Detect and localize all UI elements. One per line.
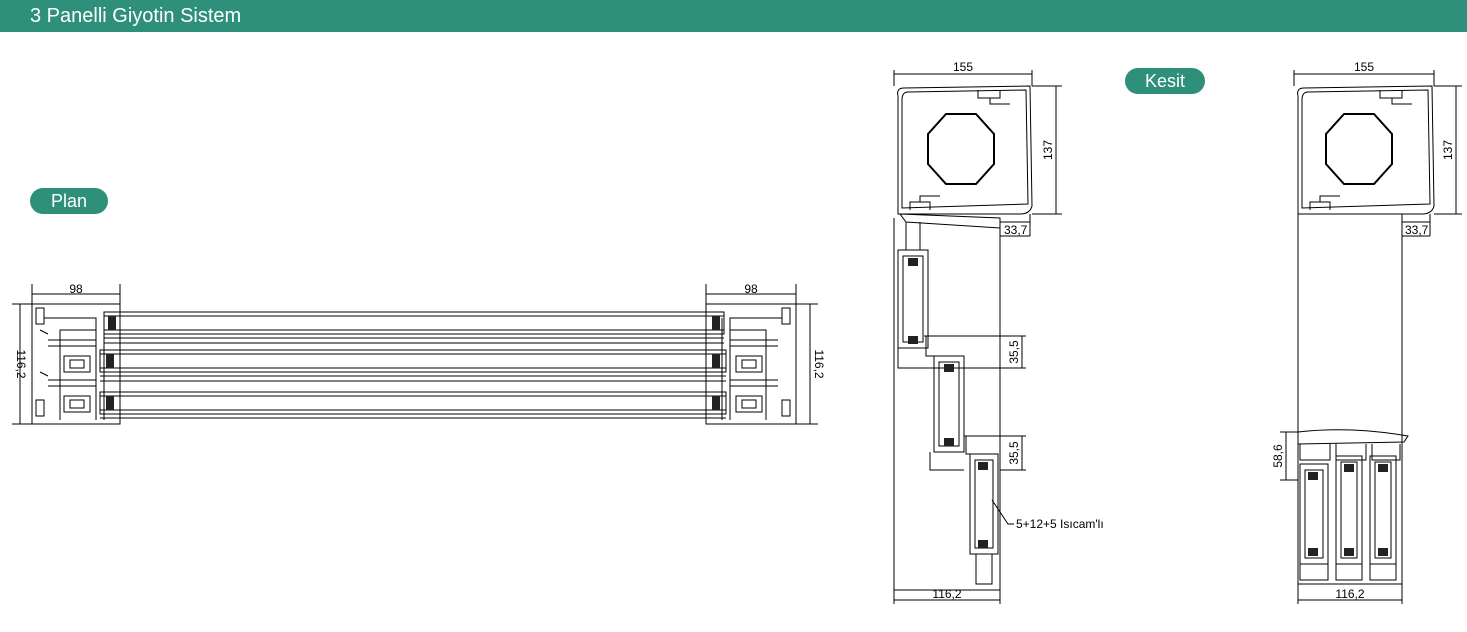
plan-dimension-lines [12, 284, 818, 425]
page-header: 3 Panelli Giyotin Sistem [0, 0, 1467, 32]
section2-panels [1299, 455, 1397, 581]
section1-panel-2 [924, 335, 1000, 471]
plan-right-width-label: 98 [744, 282, 758, 296]
section2-rail-height-label: 58,6 [1271, 444, 1285, 468]
section2-box-height-label: 137 [1441, 140, 1455, 160]
plan-left-width-label: 98 [69, 282, 83, 296]
page-title: 3 Panelli Giyotin Sistem [30, 5, 242, 27]
section1-lip-label: 33,7 [1004, 223, 1028, 237]
section1-bottom-width-label: 116,2 [932, 587, 961, 601]
section1-panel-1 [897, 222, 1000, 369]
plan-left-height-label: 116,2 [14, 349, 28, 378]
section1-panel-3 [964, 435, 1000, 585]
section1-offset-1-label: 35,5 [1007, 340, 1021, 364]
section2-glass-seals [1308, 464, 1388, 556]
plan-right-height-label: 116,2 [812, 349, 826, 378]
section2-dimension-lines [1280, 70, 1462, 604]
section1-roller-box [897, 85, 1033, 215]
section1-dimension-lines [893, 70, 1062, 604]
plan-view [12, 284, 818, 425]
section2-view [1280, 70, 1462, 604]
plan-label: Plan [30, 188, 108, 214]
plan-glass-panels [99, 311, 727, 419]
section1-view [893, 70, 1062, 604]
plan-right-frame [705, 303, 797, 425]
section2-lip-label: 33,7 [1405, 223, 1429, 237]
section1-top-width-label: 155 [953, 60, 973, 74]
section2-bottom-width-label: 116,2 [1335, 587, 1364, 601]
section1-glass-seals [908, 258, 988, 548]
section2-roller-box [1297, 85, 1435, 215]
section1-glass-label: 5+12+5 Isıcam'lı [1016, 517, 1104, 531]
plan-glass-seals [106, 316, 720, 410]
section2-top-width-label: 155 [1354, 60, 1374, 74]
plan-left-frame [31, 303, 121, 425]
kesit-label: Kesit [1125, 68, 1205, 94]
section1-offset-2-label: 35,5 [1007, 441, 1021, 465]
section1-box-height-label: 137 [1041, 140, 1055, 160]
